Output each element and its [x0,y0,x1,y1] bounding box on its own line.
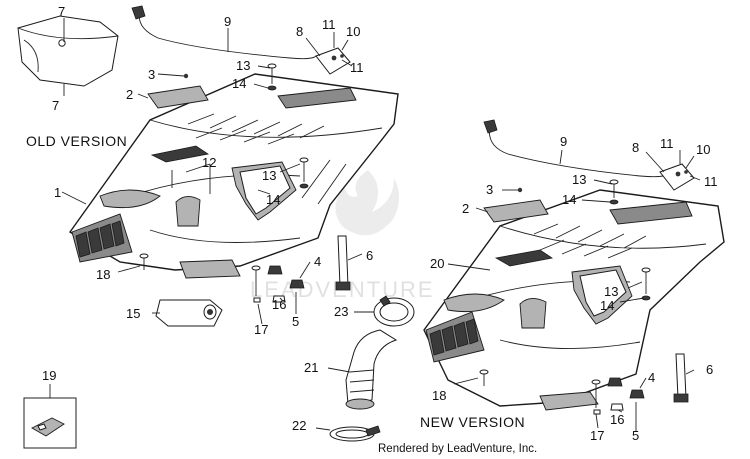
bolt-old-part-18 [139,253,149,270]
bolt-old-part-13 [267,63,277,84]
callout-20-label: 20 [430,256,444,271]
latch-old-part-8 [315,47,351,75]
callout-5-new-label: 5 [632,428,639,443]
callout-16-old-label: 16 [272,297,286,312]
callout-11-new-label: 11 [660,136,674,151]
callout-14-old-label: 14 [232,76,246,91]
washer-old-part-14 [267,85,277,91]
callout-14-new-label: 14 [562,192,576,207]
hardware-old-parts-4-5-16-17 [251,265,305,303]
latch-new-part-8 [659,163,695,191]
cable-old-part-9 [131,5,317,60]
front-grille-old [71,213,133,263]
bolt-new-part-18 [479,369,489,386]
hose-clamp-part-22 [329,425,381,442]
callout-3-old-label: 3 [148,67,155,82]
callout-14b-new-label: 14 [600,298,614,313]
callout-14b-old-label: 14 [266,192,280,207]
callout-11-old-label: 11 [322,17,336,32]
callout-15-label: 15 [126,306,140,321]
bracket-old-part-15 [155,299,223,327]
callout-4-old-label: 4 [314,254,321,269]
cover-plate-new-part-2 [483,199,549,223]
callouts-old: 7 7 3 2 1 9 8 11 10 11 13 14 12 13 14 18… [42,4,373,433]
callout-1-label: 1 [54,185,61,200]
callout-12-label: 12 [202,155,216,170]
callout-8-old-label: 8 [296,24,303,39]
seat-cover-part-7 [17,15,119,87]
strap-part-6-new [673,353,689,403]
callout-2-old-label: 2 [126,87,133,102]
screw-old-part-3 [183,73,189,79]
bolt-old-part-13b [299,157,309,189]
callout-10-old-label: 10 [346,24,360,39]
callout-9-new-label: 9 [560,134,567,149]
callout-2-new-label: 2 [462,201,469,216]
floor-panel-old-part-1 [68,73,399,279]
callout-21-label: 21 [304,360,318,375]
callout-11b-new-label: 11 [704,174,718,189]
callout-7b-label: 7 [52,98,59,113]
hardware-new-parts-4-5-16-17 [591,377,645,415]
callout-19-label: 19 [42,368,56,383]
callout-17-old-label: 17 [254,322,268,337]
floor-panel-new-part-20 [423,189,725,411]
strap-part-6-old [335,235,351,291]
callouts-new: 9 8 11 10 11 3 2 13 14 20 13 14 6 4 18 1… [430,134,718,443]
render-credit: Rendered by LeadVenture, Inc. [378,443,537,455]
clamp-part-23 [373,295,415,327]
new-version-heading: NEW VERSION [420,414,525,430]
callout-6-new-label: 6 [706,362,713,377]
callout-10-new-label: 10 [696,142,710,157]
callout-22-label: 22 [292,418,306,433]
callout-17-new-label: 17 [590,428,604,443]
callout-6-old-label: 6 [366,248,373,263]
callout-7-label: 7 [58,4,65,19]
callout-4-new-label: 4 [648,370,655,385]
callout-16-new-label: 16 [610,412,624,427]
callout-9-old-label: 9 [224,14,231,29]
screw-new-part-3 [517,187,523,193]
studs-old-part-12 [171,170,211,194]
cover-plate-old-part-2 [147,85,209,109]
callout-11b-old-label: 11 [350,60,364,75]
callout-13b-old-label: 13 [262,168,276,183]
callout-13-old-label: 13 [236,58,250,73]
callout-8-new-label: 8 [632,140,639,155]
cable-new-part-9 [483,119,669,178]
callout-18-new-label: 18 [432,388,446,403]
callout-18-old-label: 18 [96,267,110,282]
callout-3-new-label: 3 [486,182,493,197]
front-grille-new [425,311,485,363]
bolt-new-part-13 [609,179,619,205]
callout-13b-new-label: 13 [604,284,618,299]
duct-hose-part-21 [345,329,398,410]
bolt-new-part-13b [641,267,651,301]
inset-box-part-19 [23,397,77,449]
callout-23-label: 23 [334,304,348,319]
old-version-heading: OLD VERSION [26,133,127,149]
leader-lines [49,18,701,432]
callout-5-old-label: 5 [292,314,299,329]
callout-13-new-label: 13 [572,172,586,187]
